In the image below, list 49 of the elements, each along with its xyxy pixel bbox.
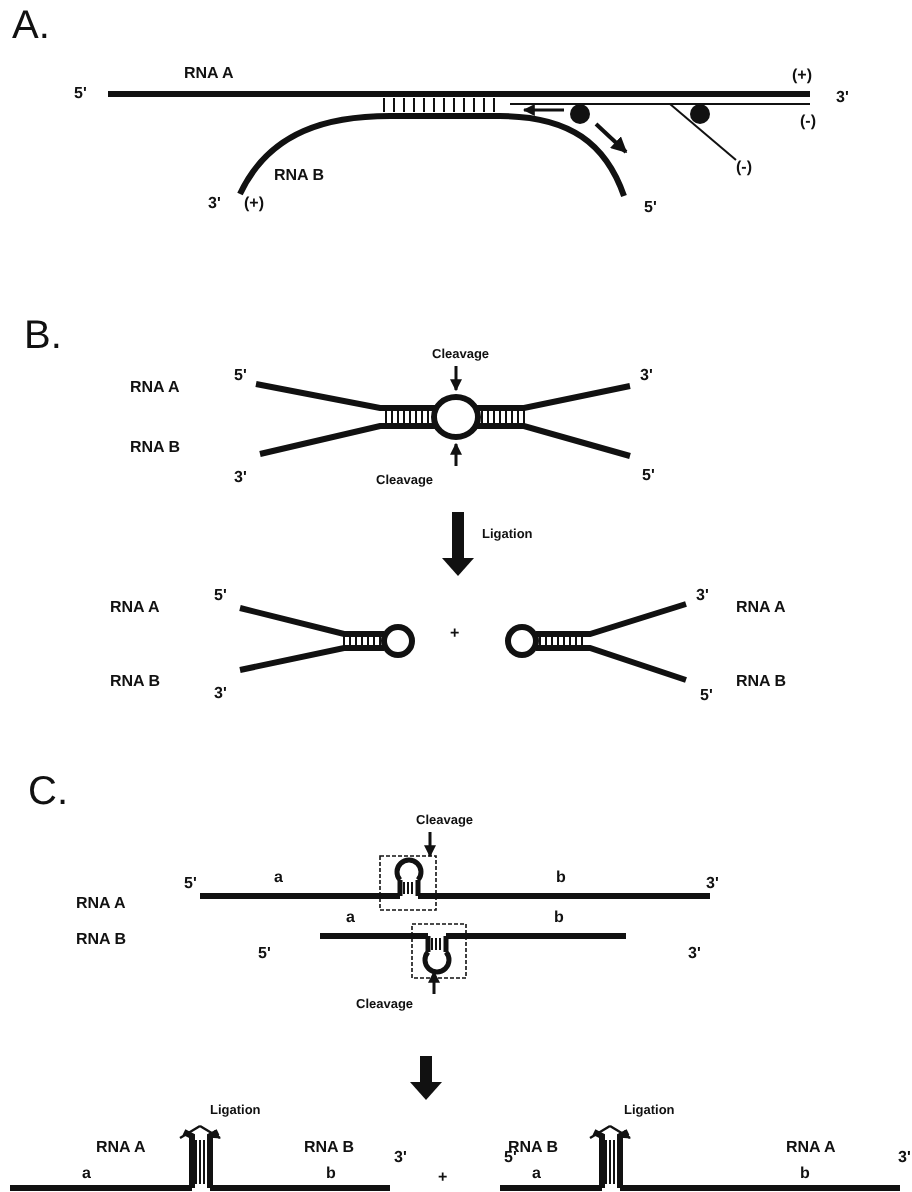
strand-name: RNA A (76, 896, 126, 912)
end-label: 5' (74, 86, 87, 102)
end-label: 3' (208, 196, 221, 212)
panel-letter: B. (24, 316, 62, 356)
plus-sign: + (450, 626, 460, 642)
end-label: 3' (234, 470, 247, 486)
end-label: 3' (836, 90, 849, 106)
polarity-label: (-) (736, 160, 752, 176)
segment-label: a (82, 1166, 91, 1182)
strand-name: RNA A (786, 1140, 836, 1156)
end-label: 5' (642, 468, 655, 484)
polarity-label: (+) (244, 196, 264, 212)
strand-name: RNA A (130, 380, 180, 396)
polarity-label: (-) (800, 114, 816, 130)
panel-letter: A. (12, 6, 50, 46)
strand-name: RNA A (110, 600, 160, 616)
segment-label: a (346, 910, 355, 926)
end-label: 3' (696, 588, 709, 604)
plus-sign: + (438, 1170, 448, 1186)
segment-label: b (326, 1166, 336, 1182)
end-label: 3' (214, 686, 227, 702)
end-label: 5' (700, 688, 713, 704)
strand-name: RNA B (76, 932, 127, 948)
end-label: 5' (644, 200, 657, 216)
strand-name: RNA B (130, 440, 181, 456)
end-label: 3' (706, 876, 719, 892)
segment-label: a (532, 1166, 541, 1182)
end-label: 3' (688, 946, 701, 962)
end-label: 5' (258, 946, 271, 962)
strand-name: RNA B (736, 674, 787, 690)
strand-name: RNA A (736, 600, 786, 616)
strand-name: RNA B (274, 168, 325, 184)
strand-name: RNA A (96, 1140, 146, 1156)
end-label: 3' (394, 1150, 407, 1166)
end-label: 5' (234, 368, 247, 384)
end-label: 3' (898, 1150, 911, 1166)
end-label: 3' (640, 368, 653, 384)
polarity-label: (+) (792, 68, 812, 84)
segment-label: b (556, 870, 566, 886)
end-label: 5' (214, 588, 227, 604)
segment-label: b (800, 1166, 810, 1182)
strand-name: RNA B (110, 674, 161, 690)
end-label: 5' (184, 876, 197, 892)
segment-label: a (274, 870, 283, 886)
segment-label: b (554, 910, 564, 926)
panel-letter: C. (28, 772, 68, 812)
strand-name: RNA A (184, 66, 234, 82)
strand-name: RNA B (304, 1140, 355, 1156)
end-label: 5' (504, 1150, 517, 1166)
